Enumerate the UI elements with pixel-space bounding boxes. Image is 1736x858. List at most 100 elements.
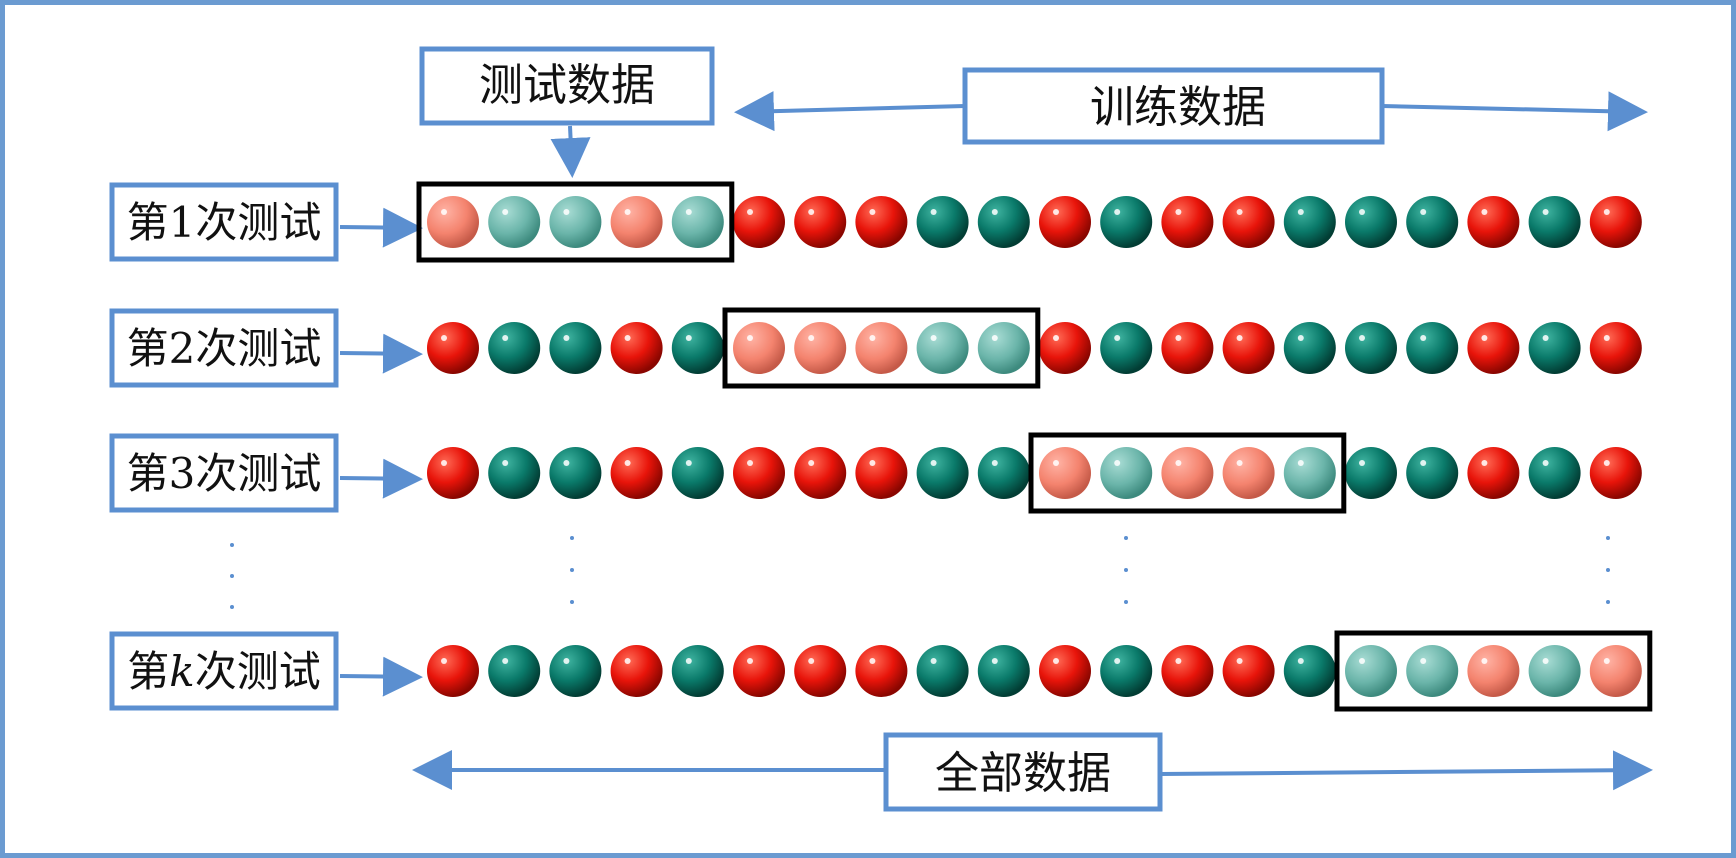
red-ball <box>1589 322 1642 374</box>
red-ball <box>610 645 663 697</box>
teal-ball <box>1528 322 1581 374</box>
ball-highlight <box>991 335 998 341</box>
red-ball <box>1161 322 1214 374</box>
row-label: 第k次测试 <box>127 647 320 696</box>
ball-highlight <box>991 209 998 215</box>
row-label-number: 3 <box>169 449 196 498</box>
ball-highlight <box>1114 658 1121 664</box>
row-label-number: k <box>169 647 194 696</box>
row-label-number: 2 <box>169 324 196 373</box>
train-data-right-arrow <box>1381 91 1648 132</box>
teal-ball <box>1345 322 1397 374</box>
all-data-right-arrow <box>1159 750 1653 791</box>
ball-highlight <box>747 460 753 466</box>
row-label-box <box>109 631 339 711</box>
row-label: 第3次测试 <box>127 449 322 498</box>
ball-highlight <box>869 209 876 215</box>
ball-highlight <box>1053 209 1059 215</box>
teal-ball <box>1345 447 1397 499</box>
ball-highlight <box>1481 658 1488 664</box>
teal-ball <box>977 645 1030 697</box>
ball-highlight <box>563 658 570 664</box>
all-data-label: 全部数据 <box>935 748 1111 799</box>
row-label-prefix: 第 <box>127 449 169 498</box>
ball-highlight <box>1603 209 1610 215</box>
ball-highlight <box>441 658 447 664</box>
ball-highlight <box>991 460 998 466</box>
red-ball-test <box>1161 447 1214 499</box>
red-ball <box>1039 322 1091 374</box>
test-data-box <box>419 46 715 126</box>
teal-ball-test <box>1100 447 1153 499</box>
row-label: 第1次测试 <box>127 198 322 247</box>
ball-highlight <box>1603 460 1610 466</box>
ball-highlight <box>1542 658 1549 664</box>
ball-highlight <box>1542 209 1549 215</box>
ball-highlight <box>1297 460 1304 466</box>
row-label: 第2次测试 <box>127 324 322 373</box>
red-ball <box>1039 196 1091 248</box>
red-ball-test <box>1467 645 1520 697</box>
red-ball <box>1039 645 1091 697</box>
ball-highlight <box>502 658 509 664</box>
ball-highlight <box>747 335 753 341</box>
ball-highlight <box>1481 209 1488 215</box>
red-ball-test <box>1039 447 1091 499</box>
row-label-suffix: 次测试 <box>195 324 321 373</box>
red-ball <box>1161 196 1214 248</box>
red-ball <box>1222 196 1275 248</box>
teal-ball <box>1406 322 1459 374</box>
row-label-suffix: 次测试 <box>195 449 321 498</box>
teal-ball <box>549 322 602 374</box>
all-data-box <box>883 732 1163 812</box>
ball-highlight <box>1053 658 1059 664</box>
ball-highlight <box>685 209 692 215</box>
test-data-label: 测试数据 <box>479 60 655 111</box>
ball-highlight <box>563 209 570 215</box>
red-ball <box>855 645 908 697</box>
red-ball-test <box>610 196 663 248</box>
ball-highlight <box>930 335 937 341</box>
ball-highlight <box>1603 658 1610 664</box>
teal-ball <box>488 645 541 697</box>
row-label-prefix: 第 <box>127 324 169 373</box>
teal-ball <box>1100 645 1153 697</box>
ball-highlight <box>1481 460 1488 466</box>
teal-ball <box>1283 322 1336 374</box>
teal-ball <box>549 447 602 499</box>
ball-highlight <box>1420 335 1427 341</box>
ball-highlight <box>685 658 692 664</box>
teal-ball <box>1345 196 1397 248</box>
ellipsis-col-a <box>570 536 574 604</box>
red-ball <box>1222 322 1275 374</box>
ball-highlight <box>624 209 631 215</box>
ball-highlight <box>1481 335 1488 341</box>
teal-ball <box>1283 645 1336 697</box>
red-ball <box>1589 196 1642 248</box>
ellipsis-col-b <box>1124 536 1128 604</box>
ball-highlight <box>502 209 509 215</box>
test-data-arrow <box>550 125 591 178</box>
red-ball <box>1161 645 1214 697</box>
red-ball-test <box>855 322 908 374</box>
row-label-box <box>109 182 339 262</box>
row-arrow <box>339 207 423 248</box>
ball-highlight <box>1053 335 1059 341</box>
ball-highlight <box>1542 335 1549 341</box>
ball-highlight <box>1359 658 1365 664</box>
ellipsis-dots <box>230 536 1610 609</box>
ball-highlight <box>808 209 815 215</box>
teal-ball-test <box>1345 645 1397 697</box>
test-window <box>722 307 1041 389</box>
test-window <box>1334 630 1653 712</box>
row-arrow <box>339 458 423 499</box>
ball-highlight <box>1114 335 1121 341</box>
ball-highlight <box>1114 209 1121 215</box>
ball-highlight <box>441 460 447 466</box>
ball-highlight <box>930 658 937 664</box>
ball-highlight <box>1175 335 1182 341</box>
red-ball <box>427 645 479 697</box>
ball-highlight <box>1542 460 1549 466</box>
